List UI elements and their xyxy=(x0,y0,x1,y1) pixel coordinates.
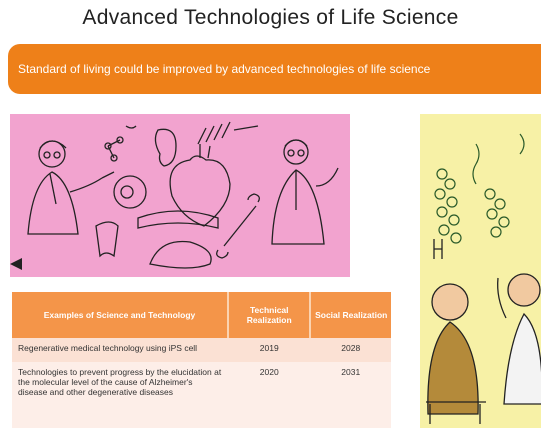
headline-banner: Standard of living could be improved by … xyxy=(8,44,541,94)
technical-realization-cell: 2020 xyxy=(228,362,311,428)
technical-realization-cell: 2019 xyxy=(228,338,311,362)
social-realization-cell: 2031 xyxy=(310,362,391,428)
example-cell: Technologies to prevent progress by the … xyxy=(12,362,228,428)
social-realization-cell: 2028 xyxy=(310,338,391,362)
scientists-illustration xyxy=(10,114,350,277)
column-header-technical: Technical Realization xyxy=(228,292,312,338)
consultation-illustration xyxy=(420,114,541,428)
technology-table: Examples of Science and Technology Techn… xyxy=(12,292,391,428)
table-row: Regenerative medical technology using iP… xyxy=(12,338,391,362)
table-header-row: Examples of Science and Technology Techn… xyxy=(12,292,391,338)
column-header-social: Social Realization xyxy=(310,292,391,338)
page-title: Advanced Technologies of Life Science xyxy=(82,6,459,29)
table-row: Technologies to prevent progress by the … xyxy=(12,362,391,428)
column-header-examples: Examples of Science and Technology xyxy=(12,292,229,338)
example-cell: Regenerative medical technology using iP… xyxy=(12,338,228,362)
